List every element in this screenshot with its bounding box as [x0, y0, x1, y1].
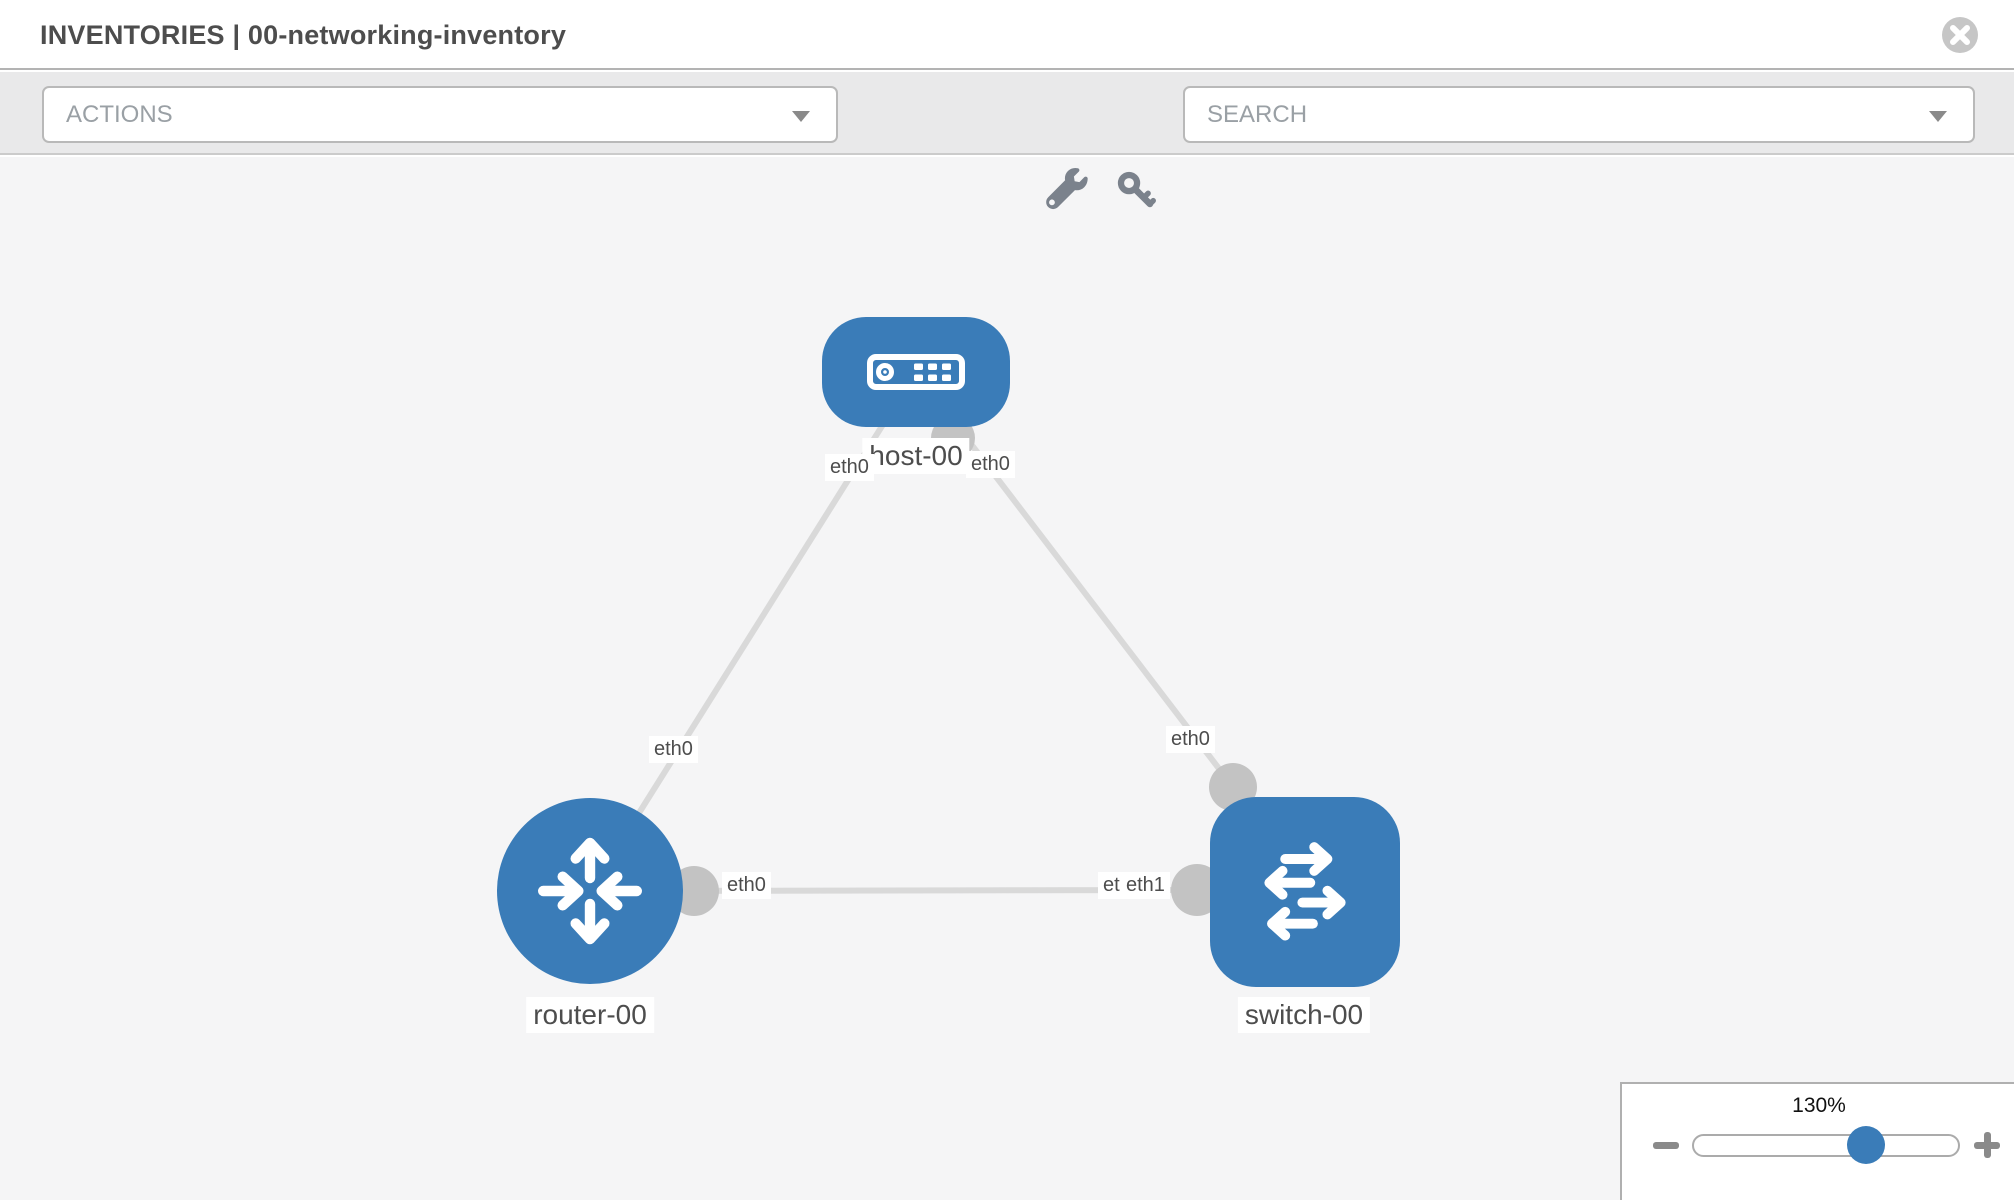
node-router-00[interactable] — [497, 798, 683, 984]
port-label-link-router-side: eth0 — [722, 872, 771, 899]
zoom-in-button[interactable] — [1970, 1128, 2004, 1162]
node-label-host: host-00 — [862, 438, 970, 474]
title-bar: INVENTORIES | 00-networking-inventory — [0, 0, 2014, 70]
zoom-slider-thumb[interactable] — [1847, 1126, 1885, 1164]
node-label-switch: switch-00 — [1237, 997, 1371, 1033]
zoom-slider-track[interactable] — [1692, 1134, 1960, 1157]
chevron-down-icon — [1929, 111, 1947, 122]
node-host-00[interactable] — [822, 317, 1010, 427]
page-title: INVENTORIES | 00-networking-inventory — [40, 20, 567, 50]
actions-dropdown[interactable]: ACTIONS — [42, 86, 838, 143]
configure-button[interactable] — [1046, 168, 1088, 210]
search-dropdown-value: SEARCH — [1207, 101, 1308, 128]
port-label-link-switch-side-front: eth1 — [1121, 872, 1170, 899]
server-icon — [867, 354, 965, 390]
key-icon — [1117, 171, 1156, 208]
chevron-down-icon — [792, 111, 810, 122]
router-arrows-icon — [538, 837, 642, 945]
topology-canvas[interactable] — [0, 157, 2014, 1200]
port-label-host-right: eth0 — [966, 451, 1015, 478]
x-circle-icon — [1950, 25, 1970, 45]
credentials-button[interactable] — [1114, 168, 1156, 210]
actions-dropdown-value: ACTIONS — [66, 101, 173, 128]
minus-icon — [1653, 1142, 1679, 1149]
topology-links-layer — [587, 370, 1257, 916]
toolbar: ACTIONS SEARCH — [0, 72, 2014, 210]
port-label-router-top: eth0 — [649, 736, 698, 763]
zoom-panel: 130% — [1620, 1082, 2014, 1200]
port-label-host-left: eth0 — [825, 454, 874, 481]
zoom-out-button[interactable] — [1649, 1128, 1683, 1162]
port-connectors — [669, 416, 1257, 916]
wrench-icon — [1046, 168, 1088, 210]
close-button[interactable] — [1942, 17, 1978, 53]
search-dropdown[interactable]: SEARCH — [1183, 86, 1975, 143]
switch-arrows-icon — [1264, 842, 1346, 941]
plus-icon — [1983, 1132, 1991, 1158]
zoom-level-readout: 130% — [1792, 1094, 1846, 1117]
port-label-switch-top: eth0 — [1166, 726, 1215, 753]
node-label-router: router-00 — [526, 997, 654, 1033]
node-switch-00[interactable] — [1210, 797, 1400, 987]
